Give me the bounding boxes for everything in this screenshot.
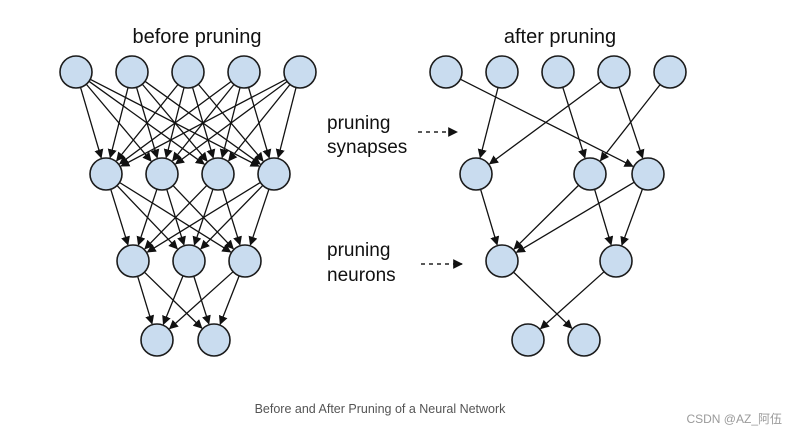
synapse-after-l1n2-l2n1	[620, 188, 644, 246]
synapses-label-line1: pruning	[327, 113, 390, 134]
neuron-before-l1-n1	[145, 157, 179, 191]
neuron-before-l3-n1	[197, 323, 231, 357]
synapse-after-l2n0-l3n1	[513, 271, 573, 329]
watermark: CSDN @AZ_阿伍	[686, 412, 782, 426]
synapse-after-l1n1-l2n0	[513, 184, 580, 250]
synapse-after-l0n3-l1n0	[488, 80, 602, 165]
label-pruning-synapses: pruning synapses	[327, 113, 458, 158]
neuron-before-l0-n4	[283, 55, 317, 89]
neuron-before-l1-n3	[257, 157, 291, 191]
synapse-before-l0n3-l1n0	[118, 80, 232, 165]
neuron-after-l3-n1	[567, 323, 601, 357]
neuron-before-l0-n1	[115, 55, 149, 89]
synapse-before-l0n1-l1n0	[107, 87, 129, 159]
synapse-after-l2n1-l3n0	[539, 271, 605, 330]
synapse-after-l1n2-l2n0	[515, 181, 635, 253]
synapse-before-l1n2-l2n0	[144, 184, 208, 250]
neuron-before-l2-n1	[172, 244, 206, 278]
synapse-after-l0n2-l1n1	[562, 87, 587, 159]
neuron-after-l0-n1	[485, 55, 519, 89]
synapse-before-l0n2-l1n0	[116, 84, 179, 162]
network-before-pruning	[59, 55, 317, 357]
neuron-after-l2-n1	[599, 244, 633, 278]
neuron-after-l3-n0	[511, 323, 545, 357]
neuron-before-l0-n3	[227, 55, 261, 89]
synapse-before-l0n4-l1n0	[120, 78, 287, 167]
neuron-before-l1-n0	[89, 157, 123, 191]
neuron-after-l1-n0	[459, 157, 493, 191]
synapse-before-l2n1-l3n0	[162, 275, 184, 326]
synapse-before-l2n0-l3n0	[137, 276, 155, 325]
synapse-after-l1n0-l2n0	[479, 189, 500, 246]
synapse-before-l0n4-l1n2	[228, 84, 291, 162]
synapse-before-l2n2-l3n1	[218, 275, 240, 326]
neuron-before-l0-n0	[59, 55, 93, 89]
neuron-after-l2-n0	[485, 244, 519, 278]
neuron-before-l3-n0	[140, 323, 174, 357]
synapse-after-l0n4-l1n1	[599, 84, 661, 162]
neuron-after-l0-n4	[653, 55, 687, 89]
left-network-title: before pruning	[133, 26, 262, 48]
synapse-after-l1n1-l2n1	[593, 189, 614, 246]
synapse-before-l2n2-l3n0	[168, 271, 234, 330]
neurons-label-line2: neurons	[327, 265, 396, 286]
neuron-before-l2-n0	[116, 244, 150, 278]
neurons-label-line1: pruning	[327, 240, 390, 261]
synapse-before-l0n4-l1n3	[275, 87, 297, 159]
synapses-label-line2: synapses	[327, 137, 407, 158]
neuron-after-l1-n2	[631, 157, 665, 191]
neuron-before-l0-n2	[171, 55, 205, 89]
neuron-after-l1-n1	[573, 157, 607, 191]
synapse-before-l1n0-l2n0	[110, 189, 130, 246]
neuron-before-l1-n2	[201, 157, 235, 191]
synapse-after-l0n1-l1n0	[477, 87, 499, 159]
label-pruning-neurons: pruning neurons	[327, 240, 463, 286]
synapse-before-l0n0-l1n0	[79, 87, 104, 159]
synapse-before-l1n1-l2n0	[136, 188, 158, 246]
network-after-pruning	[429, 55, 687, 357]
neuron-after-l0-n2	[541, 55, 575, 89]
neuron-after-l0-n0	[429, 55, 463, 89]
right-network-title: after pruning	[504, 26, 616, 48]
synapse-before-l1n3-l2n2	[248, 188, 270, 246]
synapse-before-l0n4-l1n1	[174, 80, 288, 165]
synapse-before-l1n3-l2n1	[200, 184, 264, 250]
figure-caption: Before and After Pruning of a Neural Net…	[254, 402, 506, 416]
synapse-before-l1n3-l2n0	[146, 181, 261, 253]
neuron-after-l0-n3	[597, 55, 631, 89]
neuron-before-l2-n2	[228, 244, 262, 278]
